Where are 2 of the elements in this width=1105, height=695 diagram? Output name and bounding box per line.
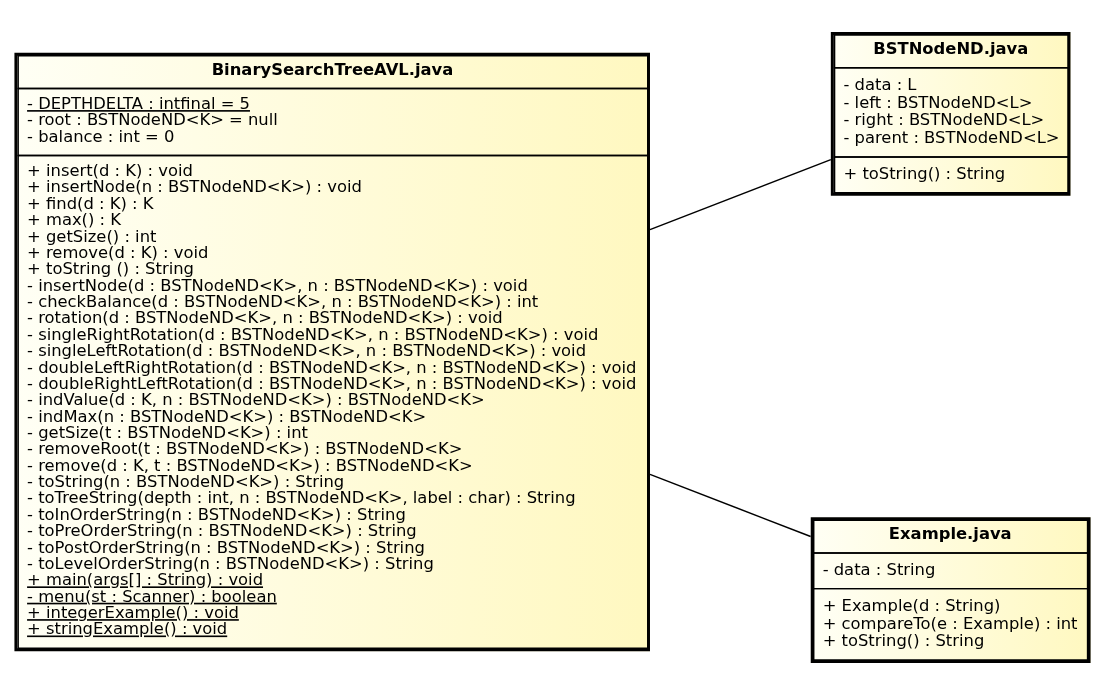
connector — [649, 473, 812, 538]
connector — [649, 158, 832, 231]
